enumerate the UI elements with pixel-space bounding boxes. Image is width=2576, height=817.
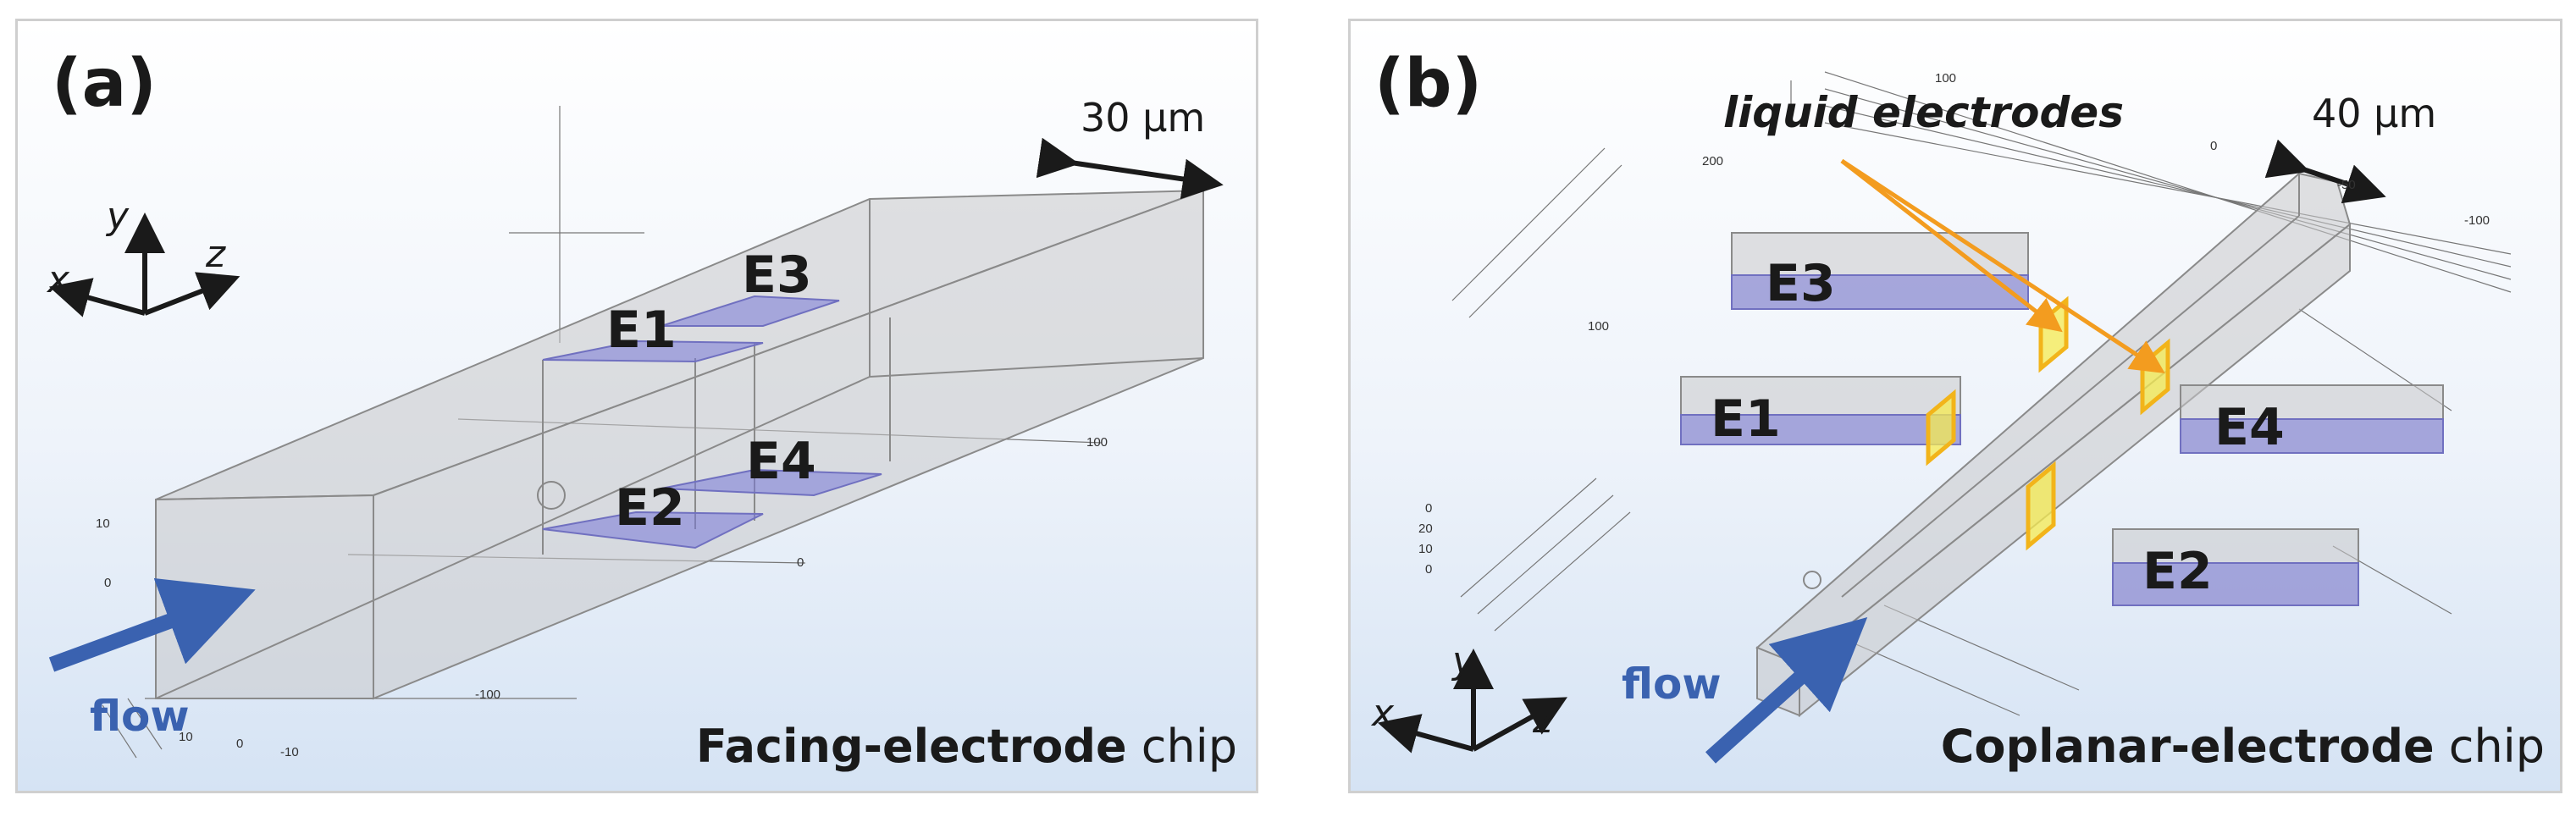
- coplanar-chip-diagram: liquid electrodes 40 µm y x z flow E3 E1…: [1370, 46, 2545, 773]
- electrode-e4-label: E4: [2214, 398, 2285, 457]
- tick-label: 10: [179, 730, 193, 744]
- tick-label: 0: [1425, 501, 1432, 516]
- electrode-e3-label: E3: [742, 246, 812, 305]
- electrode-e1-label: E1: [606, 301, 677, 360]
- annotation-arrow: [1840, 158, 2165, 373]
- axis-y-label: y: [1451, 639, 1475, 682]
- electrode-e1-pad: [1680, 414, 1961, 445]
- tick-label: 0: [797, 555, 804, 570]
- liquid-electrode: [1926, 389, 1956, 466]
- panel-a-label: (a): [52, 46, 157, 122]
- axes-indicator: y x z: [46, 195, 240, 317]
- dimension-label: 30 µm: [1081, 95, 1205, 141]
- panel-b-label: (b): [1374, 46, 1482, 122]
- axis-x-label: x: [46, 258, 70, 301]
- flow-arrow: [1705, 616, 1868, 764]
- tick-label: -100: [2464, 213, 2490, 228]
- axis-grid: [1451, 71, 2512, 716]
- axis-y-label: y: [105, 195, 130, 238]
- tick-label: -10: [280, 745, 299, 759]
- tick-label: 0: [236, 737, 243, 751]
- electrode-e2-label: E2: [615, 478, 685, 538]
- tick-label: 10: [1418, 542, 1433, 556]
- panel-a-caption: Facing-electrode chip: [696, 720, 1237, 773]
- annotation-arrow: [1840, 159, 2063, 333]
- electrodes: [1680, 274, 2444, 606]
- flow-arrow: [48, 577, 256, 672]
- axis-x-label: x: [1370, 692, 1395, 735]
- liquid-electrodes: [1926, 295, 2170, 551]
- facing-chip-diagram: y x z 30 µm flow E1 E3 E2 E4 100 0 -100 …: [46, 46, 1237, 773]
- dimension-label: 40 µm: [2312, 91, 2436, 136]
- liquid-electrode: [2026, 461, 2056, 551]
- electrode-e2-label: E2: [2142, 542, 2213, 601]
- electrodes: [542, 295, 882, 549]
- tick-label: 0: [2210, 139, 2217, 153]
- liquid-electrode: [2038, 295, 2069, 373]
- tick-label: 0: [104, 576, 111, 590]
- tick-label: -50: [2337, 178, 2356, 192]
- flow-label: flow: [90, 692, 190, 741]
- particle: [1803, 571, 1821, 589]
- panel-b-caption: Coplanar-electrode chip: [1941, 720, 2545, 773]
- tick-label: 100: [1588, 319, 1609, 334]
- main-channel: [1755, 172, 2352, 718]
- tick-label: 10: [96, 516, 110, 531]
- electrode-e4-pad: [661, 468, 882, 497]
- electrode-e3-pad: [661, 295, 840, 327]
- channel: [155, 189, 1204, 700]
- axis-z-label: z: [205, 233, 226, 276]
- electrode-e2-pad: [2112, 562, 2359, 606]
- axis-z-label: z: [1532, 698, 1553, 742]
- panel-a: y x z 30 µm flow E1 E3 E2 E4 100 0 -100 …: [15, 19, 1258, 793]
- particle: [537, 481, 566, 510]
- tick-label: 100: [1935, 71, 1956, 86]
- tick-label: 20: [1418, 522, 1433, 536]
- dimension-arrow: [1036, 137, 1224, 200]
- tick-label: 100: [1086, 435, 1108, 450]
- electrode-e1-pad: [542, 339, 764, 363]
- electrode-e3-label: E3: [1766, 254, 1836, 313]
- dimension-arrow: [2264, 139, 2386, 204]
- electrode-e1-label: E1: [1711, 389, 1781, 449]
- electrode-e4-pad: [2180, 418, 2444, 454]
- electrode-e2-pad: [542, 511, 764, 549]
- panel-b: liquid electrodes 40 µm y x z flow E3 E1…: [1348, 19, 2562, 793]
- liquid-electrodes-label: liquid electrodes: [1723, 88, 2124, 137]
- tick-label: 0: [1425, 562, 1432, 577]
- axes-indicator: y x z: [1370, 639, 1567, 754]
- tick-label: 200: [1702, 154, 1723, 168]
- tick-label: -100: [475, 687, 500, 702]
- electrode-e4-label: E4: [746, 432, 816, 491]
- flow-label: flow: [1622, 660, 1722, 709]
